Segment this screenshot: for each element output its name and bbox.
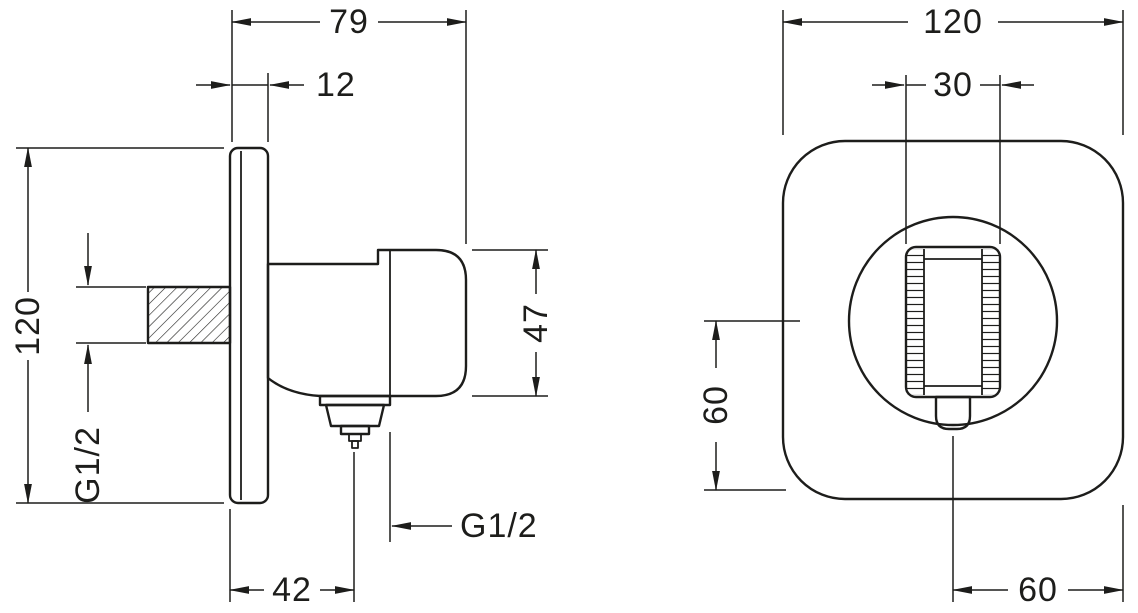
dim-total-depth-label: 79 [329,3,369,41]
dim-outlet-thread-label: G1/2 [460,507,538,545]
dim-plate-width-label: 120 [923,3,983,41]
dim-inlet-thread: G1/2 [69,233,146,504]
holder-body [266,248,468,398]
supply-pipe-stub [146,285,232,345]
holder-clamp [904,245,1002,431]
dim-plate-height: 120 [9,147,224,504]
dim-edge-offset: 60 [952,436,1124,609]
dim-plate-thickness-label: 12 [316,66,356,104]
dim-outlet-offset-label: 42 [272,571,312,609]
clamp-grip-left [907,249,924,395]
dim-center-offset-label: 60 [697,385,735,425]
dim-body-height-label: 47 [517,303,555,343]
dim-center-offset: 60 [697,320,800,491]
dim-inlet-thread-label: G1/2 [69,426,107,504]
dim-outlet-offset: 42 [229,452,355,609]
clamp-tab [934,395,972,431]
dim-plate-width: 120 [782,3,1124,135]
dim-holder-width: 30 [872,66,1034,244]
clamp-grip-right [982,249,999,395]
outlet-neck [339,424,371,436]
outlet-collar [318,394,392,407]
outlet-nut [324,403,386,428]
front-view: 120 30 60 [697,3,1125,609]
outlet-connector [318,394,392,449]
outlet-nipple-tip [351,440,359,449]
holder-ring [847,215,1059,427]
dim-edge-offset-label: 60 [1018,571,1058,609]
wall-plate-side [228,146,270,505]
dim-plate-height-label: 120 [9,296,47,356]
dim-holder-width-label: 30 [933,66,973,104]
dim-plate-thickness: 12 [196,66,356,142]
dim-body-height: 47 [472,249,555,397]
dim-total-depth: 79 [231,3,467,244]
dim-outlet-thread: G1/2 [389,432,538,545]
side-view: 79 12 120 [9,3,555,609]
